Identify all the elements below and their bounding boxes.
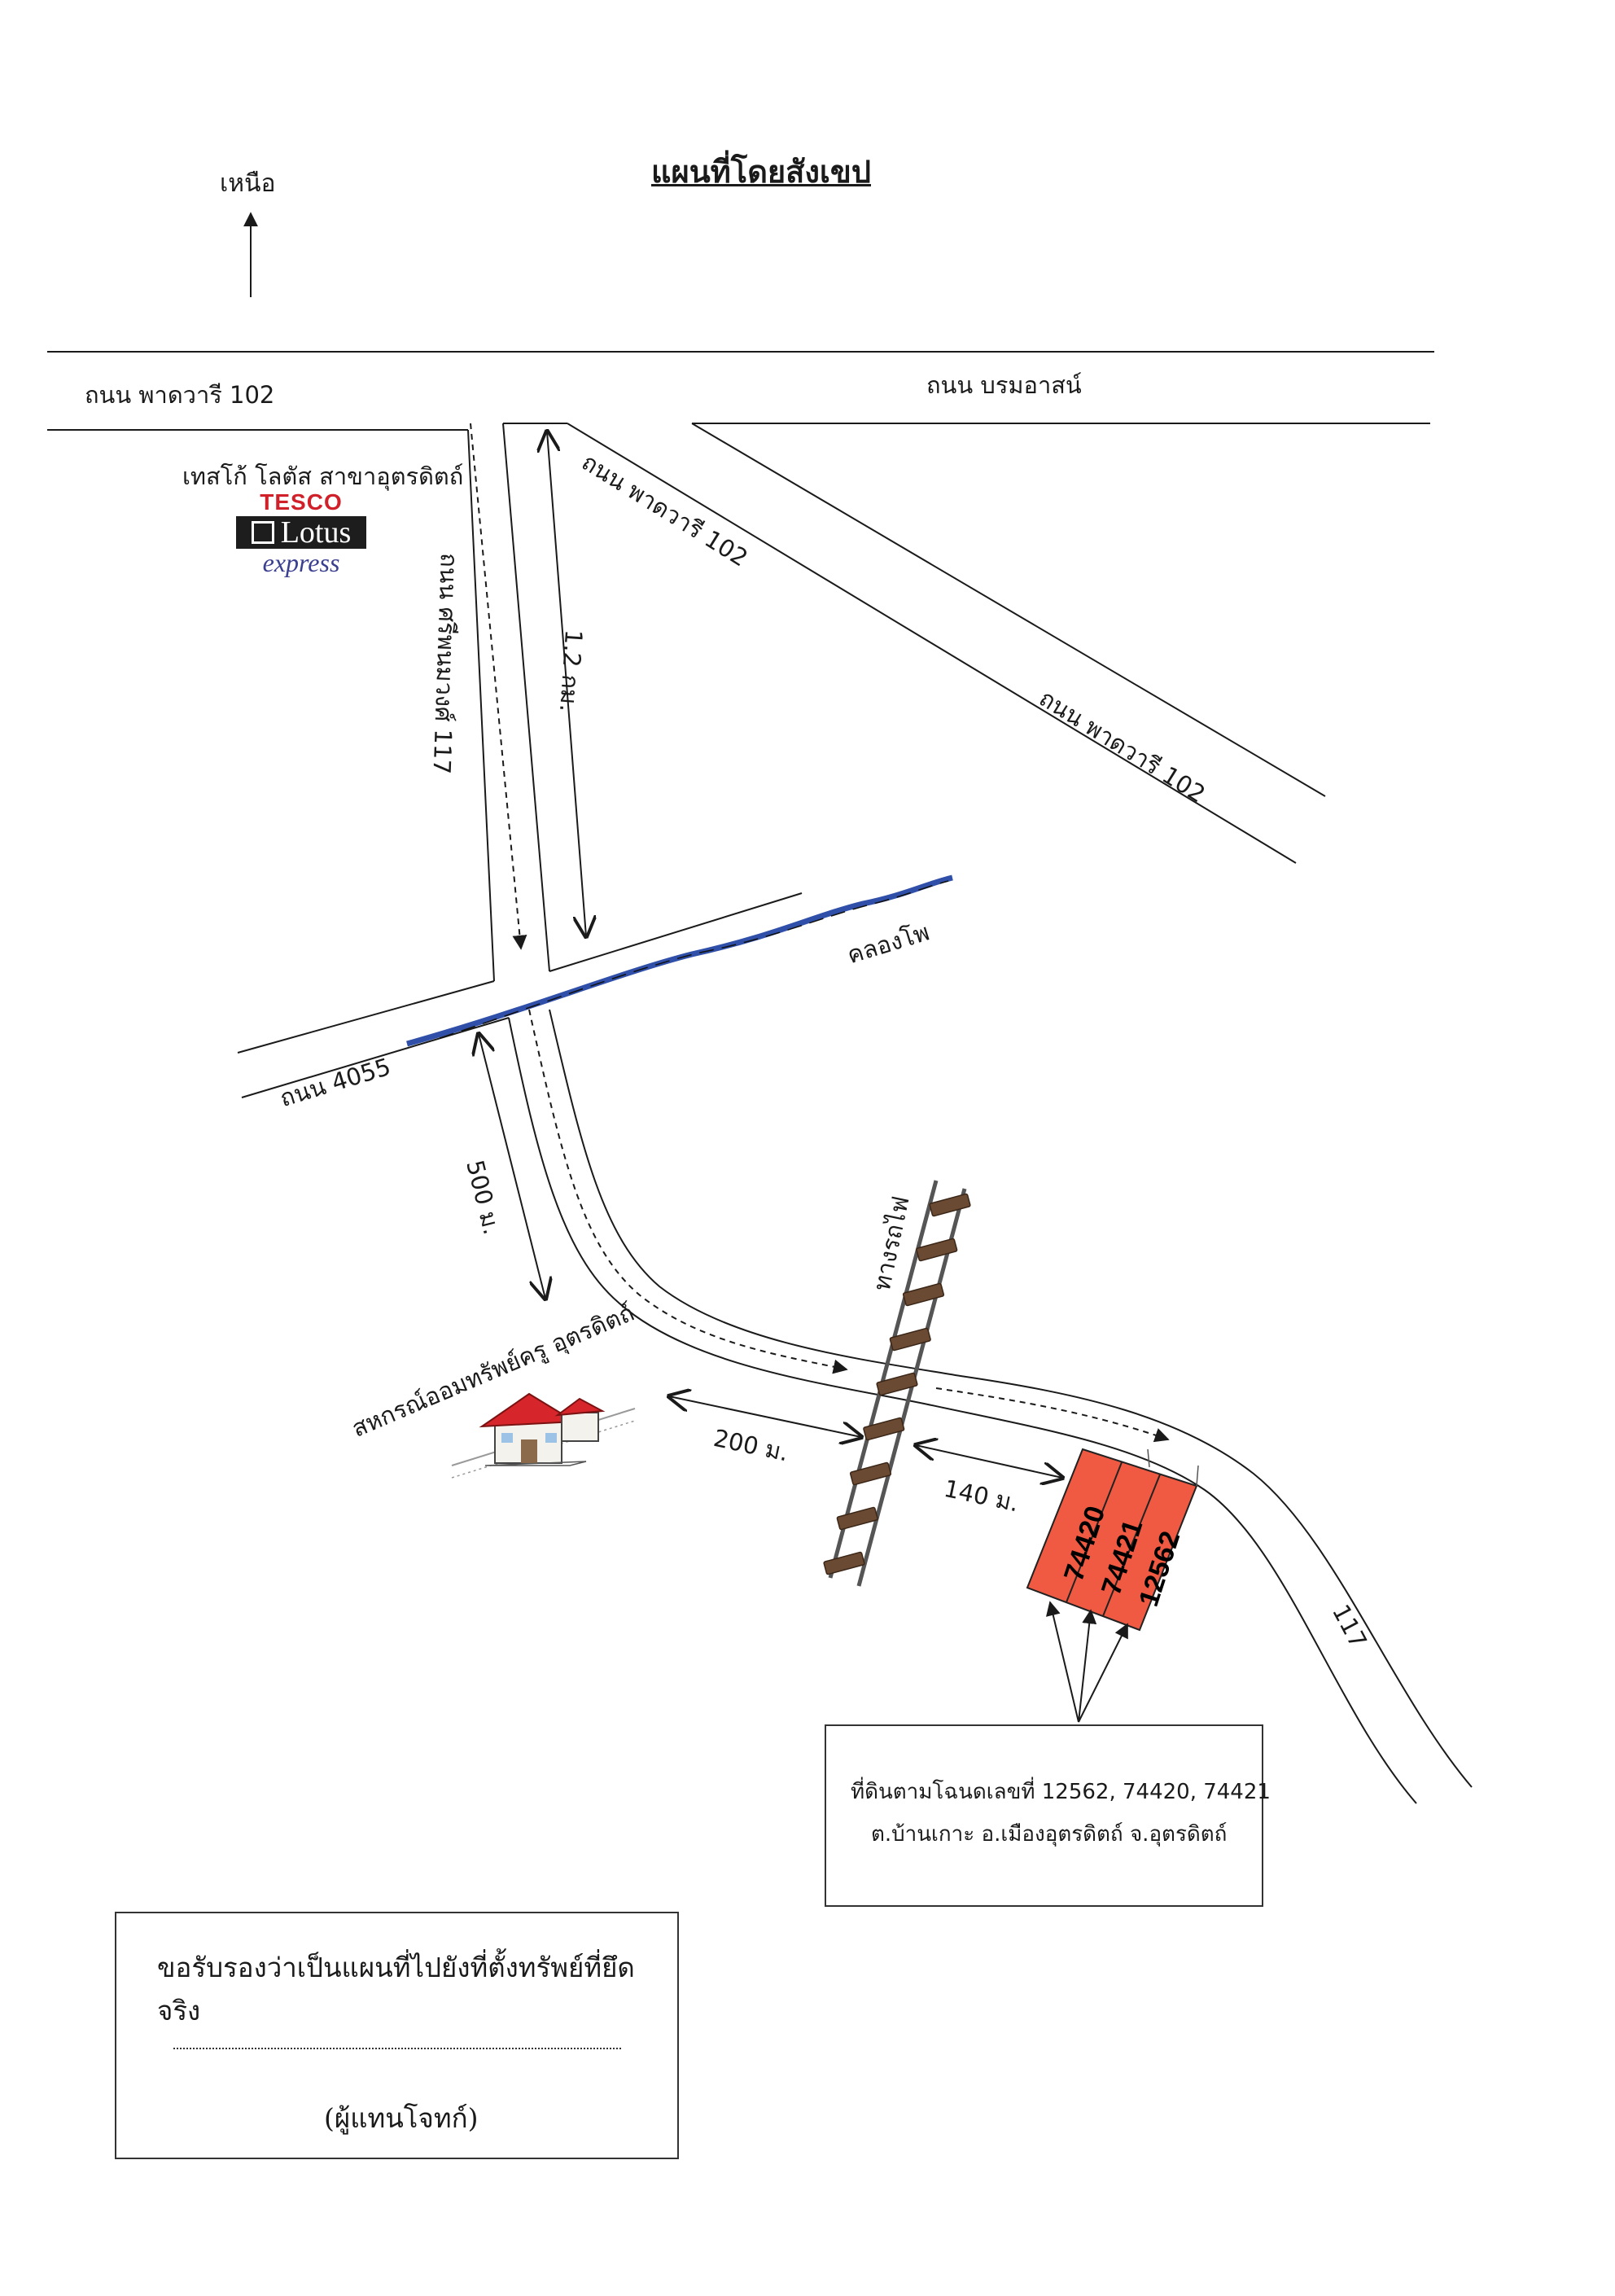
road-label-paddawari: ถนน พาดวารี 102 [85,381,275,409]
road-4055-north [549,892,803,972]
railway-tie [929,1193,971,1217]
land-info-line2: ต.บ้านเกาะ อ.เมืองอุตรดิตถ์ จ.อุตรดิตถ์ [871,1822,1228,1847]
road-117-west [467,429,495,982]
road-label-sriphanthawong: ถนน ศรีพนมวงศ์ 117 [427,552,464,775]
tesco-logo-bottom: express [262,548,340,577]
railway-tie [849,1461,892,1486]
distance-arrow-200m [669,1396,861,1437]
route-dashed-north [470,423,527,950]
canal-ripple [439,880,949,1039]
route-dashed-south-2 [935,1387,1170,1443]
signature-line [173,2048,621,2049]
land-info-line1: ที่ดินตามโฉนดเลขที่ 12562, 74420, 74421 [851,1780,1271,1804]
distance-label-1-2km: 1.2 กม. [554,629,589,713]
lot-tick-2 [1196,1465,1199,1487]
certification-text: ขอรับรองว่าเป็นแผนที่ไปยังที่ตั้งทรัพย์ท… [157,1952,635,2027]
pointer-arrow-2 [1078,1609,1097,1723]
tesco-logo-mid-text: Lotus [280,515,352,550]
road-117-south-west [508,1017,1417,1804]
lotus-box-icon [251,521,274,544]
distance-arrow-1-2km [547,432,586,936]
railway-tie [823,1551,865,1575]
land-lots [1026,1448,1198,1632]
tesco-caption: เทสโก้ โลตัส สาขาอุตรดิตถ์ [182,462,464,490]
road-4055-south [241,1017,510,1098]
road-diagonal-2 [691,423,1326,797]
pointer-arrow-1 [1045,1601,1079,1723]
canal [406,874,953,1047]
map-title: แผนที่โดยสังเขป [651,153,871,190]
railway-tie [902,1282,945,1307]
house-icon [451,1392,636,1479]
north-label: เหนือ [220,169,276,198]
distance-arrow-140m [916,1445,1062,1478]
railway-tie [889,1327,931,1352]
lot-tick-1 [1147,1448,1150,1468]
railway-tie [876,1372,918,1396]
road-117-south-east [549,1009,1473,1788]
distance-arrow-500m [479,1034,545,1299]
signer-label: (ผู้แทนโจทก์) [324,2102,479,2134]
road-label-boromart: ถนน บรมอาสน์ [926,371,1082,399]
tesco-logo-top: TESCO [236,490,366,515]
tesco-lotus-logo: TESCO Lotus express [236,490,366,576]
railway-ties [823,1193,971,1575]
railway-tie [836,1506,878,1531]
road-4055-west-north [237,980,495,1054]
certification-box: ขอรับรองว่าเป็นแผนที่ไปยังที่ตั้งทรัพย์ท… [115,1912,679,2159]
route-dashed-south-1 [528,1009,848,1374]
road-diagonal-1 [567,423,1297,864]
pointer-arrow-3 [1078,1623,1128,1723]
railway-tie [916,1238,958,1262]
tesco-logo-mid: Lotus [236,516,366,549]
road-117-east [502,423,550,972]
land-info-box: ที่ดินตามโฉนดเลขที่ 12562, 74420, 74421 … [825,1724,1271,1907]
